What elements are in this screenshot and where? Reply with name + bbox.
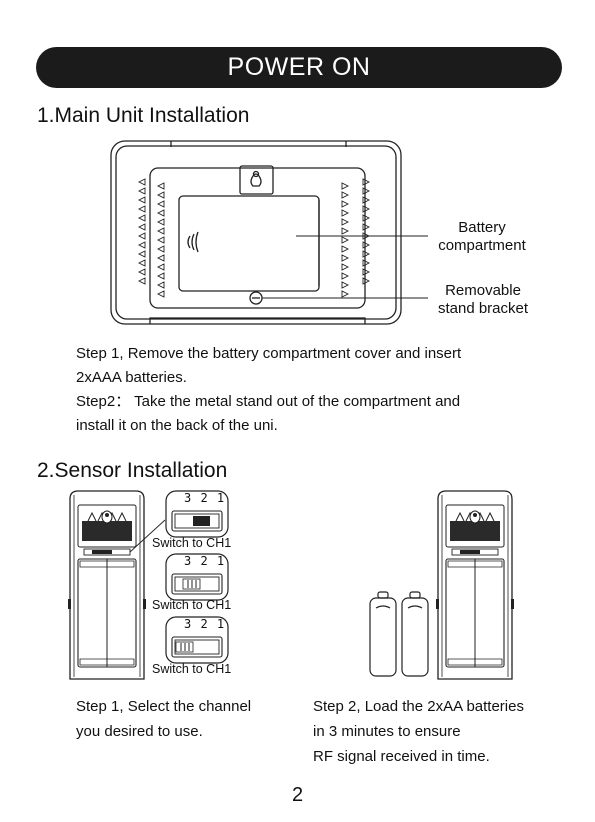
main-unit-steps: Step 1, Remove the battery compartment c… [76, 342, 546, 438]
aa-batteries-icon [369, 591, 429, 677]
sensor-step2-line: Step 2, Load the 2xAA batteries [313, 698, 524, 715]
sensor-step2-line: in 3 minutes to ensure [313, 723, 461, 740]
banner-title: POWER ON [227, 53, 371, 81]
sensor-step1-line: you desired to use. [76, 723, 203, 740]
page-number: 2 [291, 784, 304, 806]
main-step-line: Step2： Take the metal stand out of the c… [76, 393, 461, 410]
main-unit-heading: 1.Main Unit Installation [37, 104, 250, 127]
switch-label: Switch to CH1 [152, 536, 232, 550]
main-step-line: 2xAAA batteries. [76, 369, 187, 386]
sensor-step2: Step 2, Load the 2xAA batteries in 3 min… [313, 694, 573, 769]
power-on-banner: POWER ON [36, 47, 562, 88]
switch-digits: 3 2 1 [184, 491, 226, 505]
sensor-heading: 2.Sensor Installation [37, 459, 228, 482]
switch-label: Switch to CH1 [152, 598, 232, 612]
main-step-line: Step 1, Remove the battery compartment c… [76, 345, 462, 362]
main-step-line: install it on the back of the uni. [76, 417, 278, 434]
stand-bracket-label: Removable stand bracket [437, 282, 529, 317]
sensor-illustration [67, 490, 515, 680]
switch-digits: 3 2 1 [184, 617, 226, 631]
battery-compartment-label: Battery compartment [438, 219, 526, 254]
sensor-step1-line: Step 1, Select the channel [76, 698, 252, 715]
sensor-step1: Step 1, Select the channel you desired t… [76, 694, 296, 744]
sensor-step2-line: RF signal received in time. [313, 748, 490, 765]
main-unit-illustration [110, 140, 428, 325]
switch-label: Switch to CH1 [152, 662, 232, 676]
vent-holes [137, 178, 371, 298]
switch-digits: 3 2 1 [184, 554, 226, 568]
